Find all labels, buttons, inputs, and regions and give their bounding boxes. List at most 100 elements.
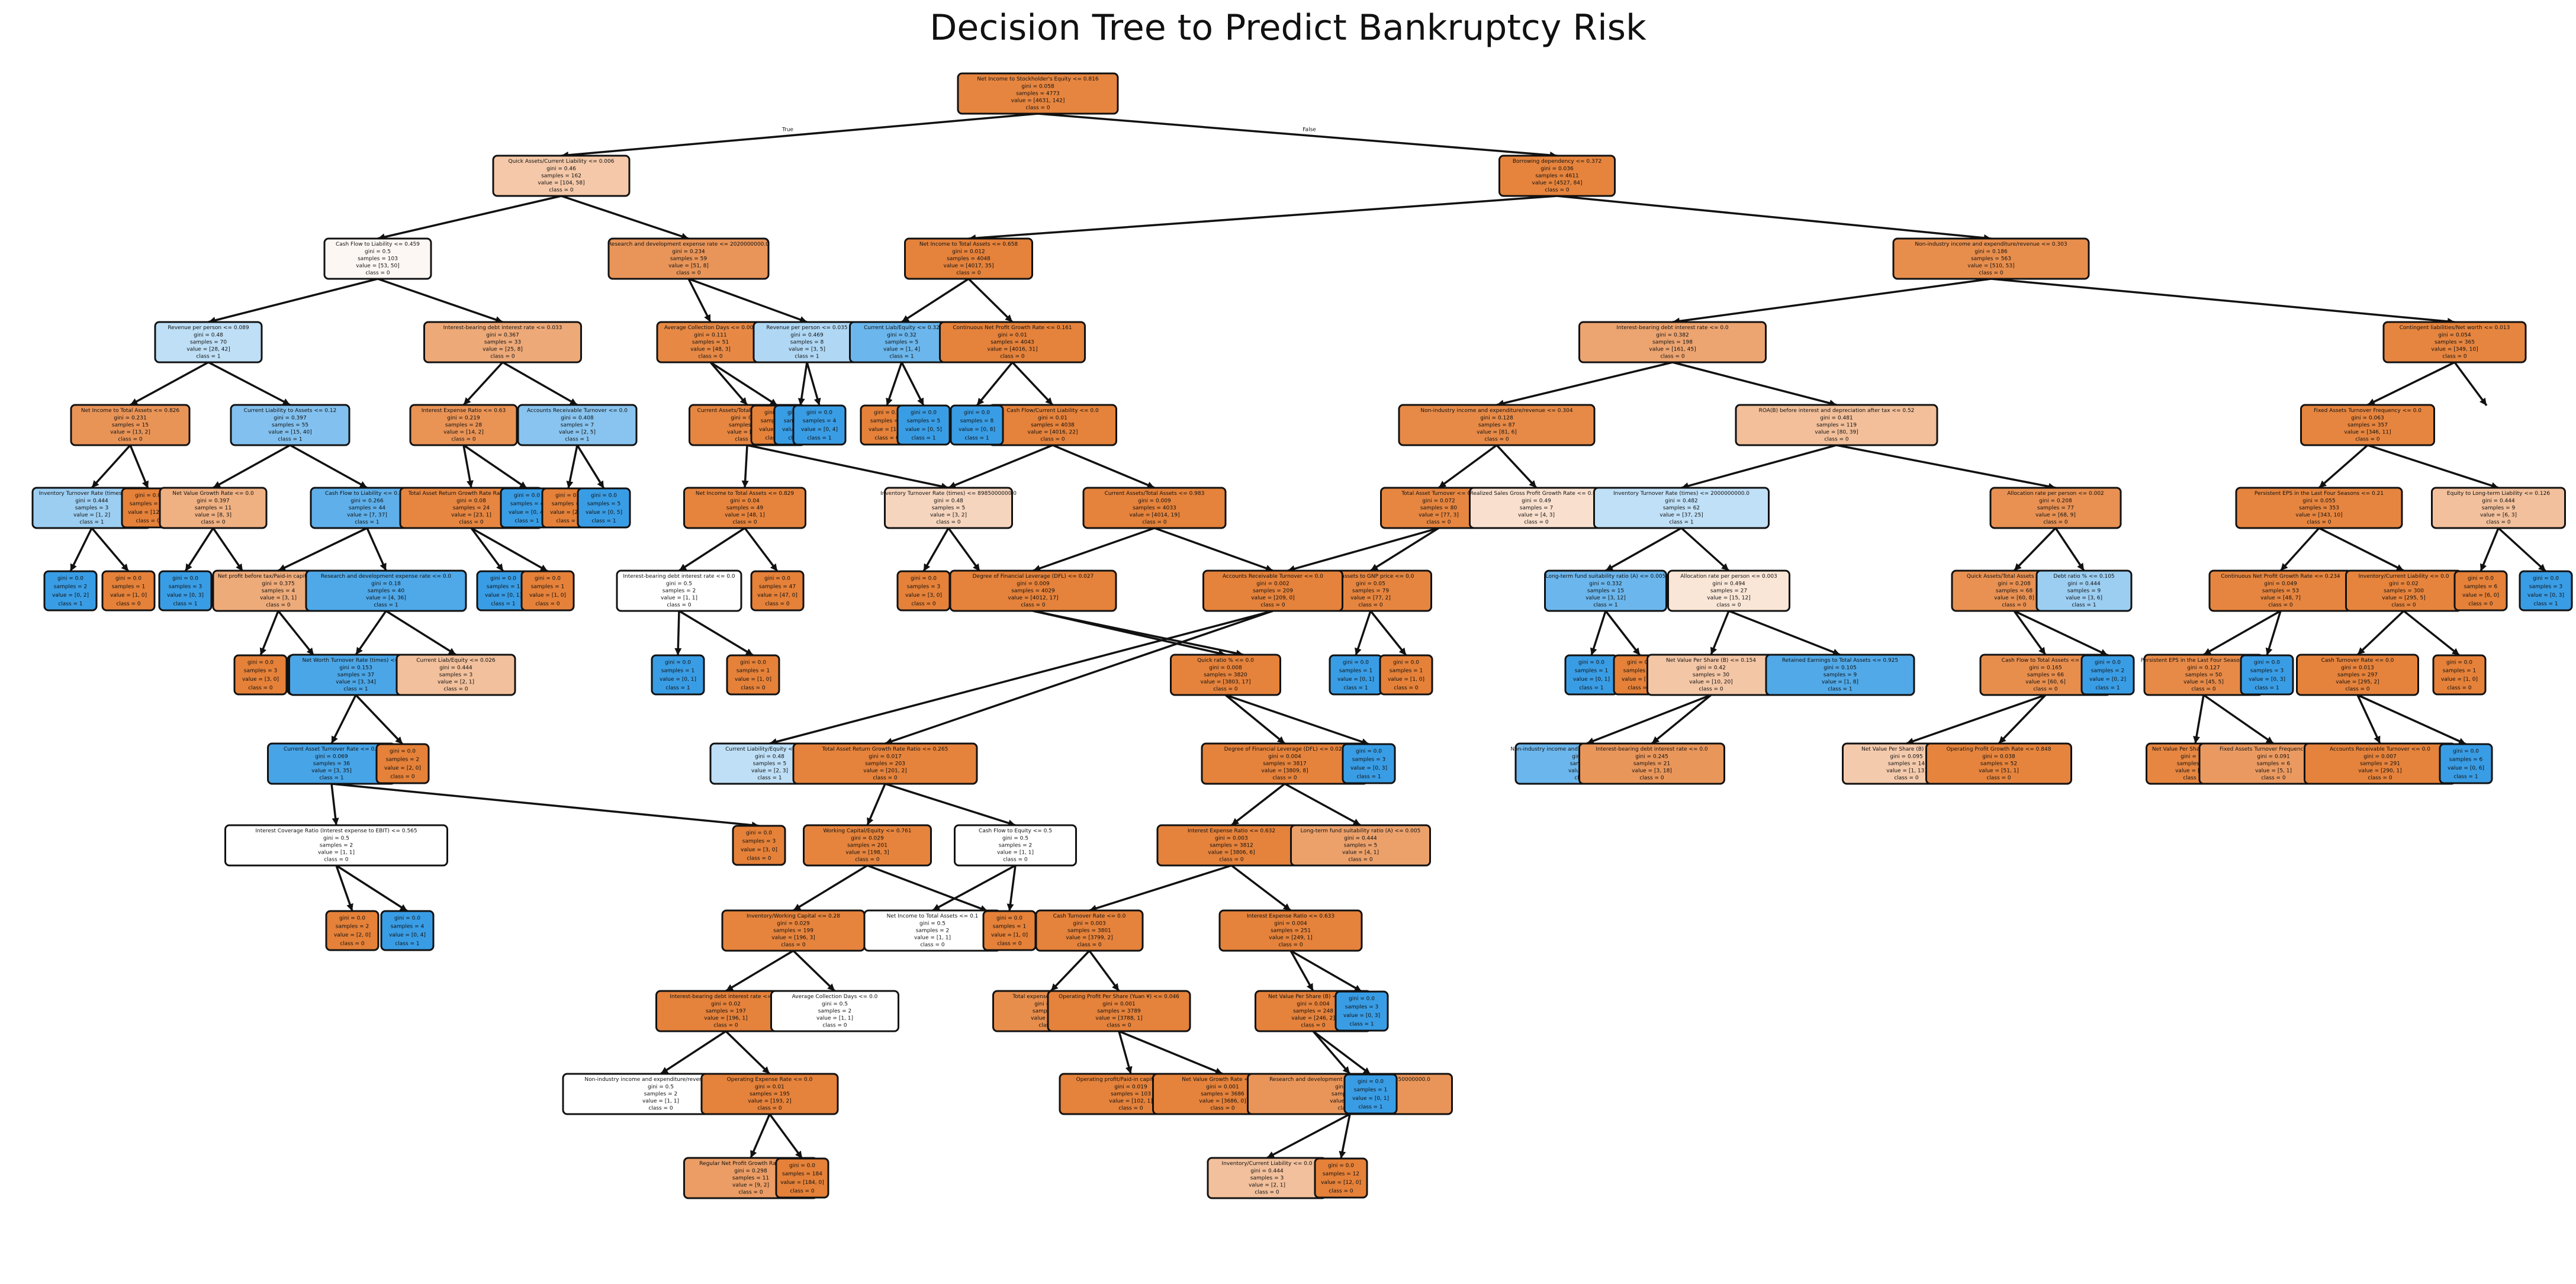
node-label-line: samples = 53: [2262, 588, 2299, 594]
node-label-line: samples = 36: [313, 761, 350, 767]
edge-arrowhead: [2458, 738, 2466, 745]
edge-arrowhead: [399, 904, 407, 911]
node-label-line: class = 1: [1593, 603, 1617, 609]
node-label-line: gini = 0.0: [115, 575, 141, 581]
node-label-line: value = [3, 1]: [260, 596, 297, 601]
node-label-line: value = [0, 1]: [1573, 677, 1610, 683]
node-label-line: gini = 0.444: [2067, 581, 2101, 587]
tree-edge: [91, 527, 130, 572]
node-label-line: class = 0: [2002, 603, 2027, 609]
node-label-line: class = 1: [1356, 774, 1381, 780]
node-label-line: value = [81, 6]: [1477, 430, 1517, 436]
node-label-line: samples = 2: [818, 1008, 851, 1014]
node-label-line: value = [3799, 2]: [1066, 935, 1112, 941]
node-label-line: Current Asset Turnover Rate <= 0.0: [284, 746, 380, 752]
node-label-line: value = [3, 0]: [905, 593, 942, 598]
node-label-line: gini = 0.231: [114, 415, 146, 421]
node-label-line: class = 0: [1278, 942, 1303, 948]
node-label-line: samples = 353: [2299, 505, 2339, 511]
node-label-line: value = [80, 39]: [1815, 430, 1858, 436]
node-label-line: samples = 365: [2435, 339, 2475, 345]
decision-node: Net Income to Total Assets <= 0.826gini …: [70, 404, 191, 446]
node-box: [1170, 654, 1281, 696]
node-label-line: Net Value Growth Rate <= 0.0: [172, 491, 254, 497]
node-box: [775, 1157, 829, 1199]
node-label-line: samples = 1: [1354, 1087, 1387, 1093]
node-label-line: value = [3, 5]: [789, 347, 825, 353]
node-label-line: Total Asset Return Growth Rate Ratio <= …: [822, 746, 948, 752]
node-label-line: gini = 0.0: [490, 575, 516, 581]
node-label-line: Cash Flow to Liability <= 0.459: [336, 242, 420, 247]
tree-edge: [1586, 694, 1712, 745]
edge-arrowhead: [2395, 564, 2404, 571]
node-label-line: gini = 0.072: [1422, 498, 1455, 504]
node-label-line: samples = 7: [561, 422, 594, 428]
edge-arrowhead: [750, 1150, 757, 1158]
node-label-line: Interest Expense Ratio <= 0.632: [1188, 828, 1275, 834]
edge-arrowhead: [2193, 736, 2200, 744]
node-box: [2235, 487, 2403, 529]
edge-arrowhead: [1267, 1151, 1275, 1158]
tree-edge: [922, 527, 950, 572]
node-label-line: samples = 5: [932, 505, 965, 511]
tree-edge: [1437, 444, 1498, 489]
node-label-line: gini = 0.444: [2482, 498, 2515, 504]
node-label-line: Long-term fund suitability ratio (A) <= …: [1301, 828, 1421, 834]
node-label-line: Inventory/Current Liability <= 0.0: [2359, 574, 2449, 580]
node-label-line: value = [0, 5]: [586, 510, 622, 516]
node-label-line: value = [2, 5]: [559, 430, 596, 436]
edge-arrowhead: [1353, 984, 1362, 992]
node-label-line: samples = 119: [1816, 422, 1857, 428]
decision-node: Fixed Assets Turnover Frequency <= 0.0gi…: [2300, 404, 2435, 446]
node-label-line: Continuous Net Profit Growth Rate <= 0.1…: [953, 325, 1072, 331]
decision-node: Current Assets/Total Assets <= 0.983gini…: [1082, 487, 1227, 529]
decision-node: Non-industry income and expenditure/reve…: [1398, 404, 1596, 446]
node-label-line: value = [48, 7]: [2260, 596, 2301, 601]
node-label-line: samples = 291: [2360, 761, 2400, 767]
edge-arrowhead: [213, 481, 221, 488]
node-label-line: gini = 0.001: [1102, 1001, 1135, 1007]
node-label-line: samples = 3801: [1067, 928, 1111, 934]
node-label-line: samples = 79: [1352, 588, 1389, 594]
node-label-line: samples = 12: [130, 501, 166, 507]
decision-node: Allocation rate per person <= 0.003gini …: [1667, 569, 1790, 612]
node-label-line: class = 1: [757, 775, 782, 781]
edge-arrowhead: [726, 984, 734, 991]
tree-edge: [355, 610, 387, 655]
node-label-line: gini = 0.0: [2533, 575, 2559, 581]
decision-node: Equity to Long-term Liability <= 0.126gi…: [2431, 487, 2566, 529]
tree-edge: [2356, 610, 2405, 656]
node-box: [1578, 742, 1725, 785]
decision-node: Interest-bearing debt interest rate <= 0…: [1578, 321, 1767, 363]
node-box: [1202, 569, 1343, 612]
node-label-line: gini = 0.18: [371, 581, 401, 587]
node-box: [323, 237, 432, 280]
node-label-line: samples = 28: [445, 422, 482, 428]
node-label-line: class = 0: [1979, 271, 2003, 276]
edge-arrowhead: [704, 314, 710, 322]
node-label-line: gini = 0.0: [964, 410, 990, 416]
node-label-line: value = [5, 1]: [2255, 768, 2292, 774]
node-label-line: value = [0, 1]: [1337, 677, 1374, 683]
decision-node: Accounts Receivable Turnover <= 0.0gini …: [2304, 742, 2456, 785]
edge-arrowhead: [1398, 647, 1406, 655]
node-label-line: value = [3, 18]: [1632, 768, 1672, 774]
node-label-line: value = [4527, 84]: [1532, 181, 1583, 186]
tree-edge: [1605, 527, 1682, 572]
node-label-line: class = 0: [2447, 685, 2472, 691]
node-label-line: value = [23, 1]: [451, 513, 491, 519]
node-label-line: Inventory Turnover Rate (times) <= 20000…: [1613, 491, 1750, 497]
tree-edge: [793, 864, 868, 912]
edge-arrowhead: [519, 481, 527, 488]
node-label-line: gini = 0.266: [350, 498, 384, 504]
node-label-line: value = [12, 0]: [128, 510, 168, 516]
node-label-line: value = [4631, 142]: [1011, 98, 1065, 104]
